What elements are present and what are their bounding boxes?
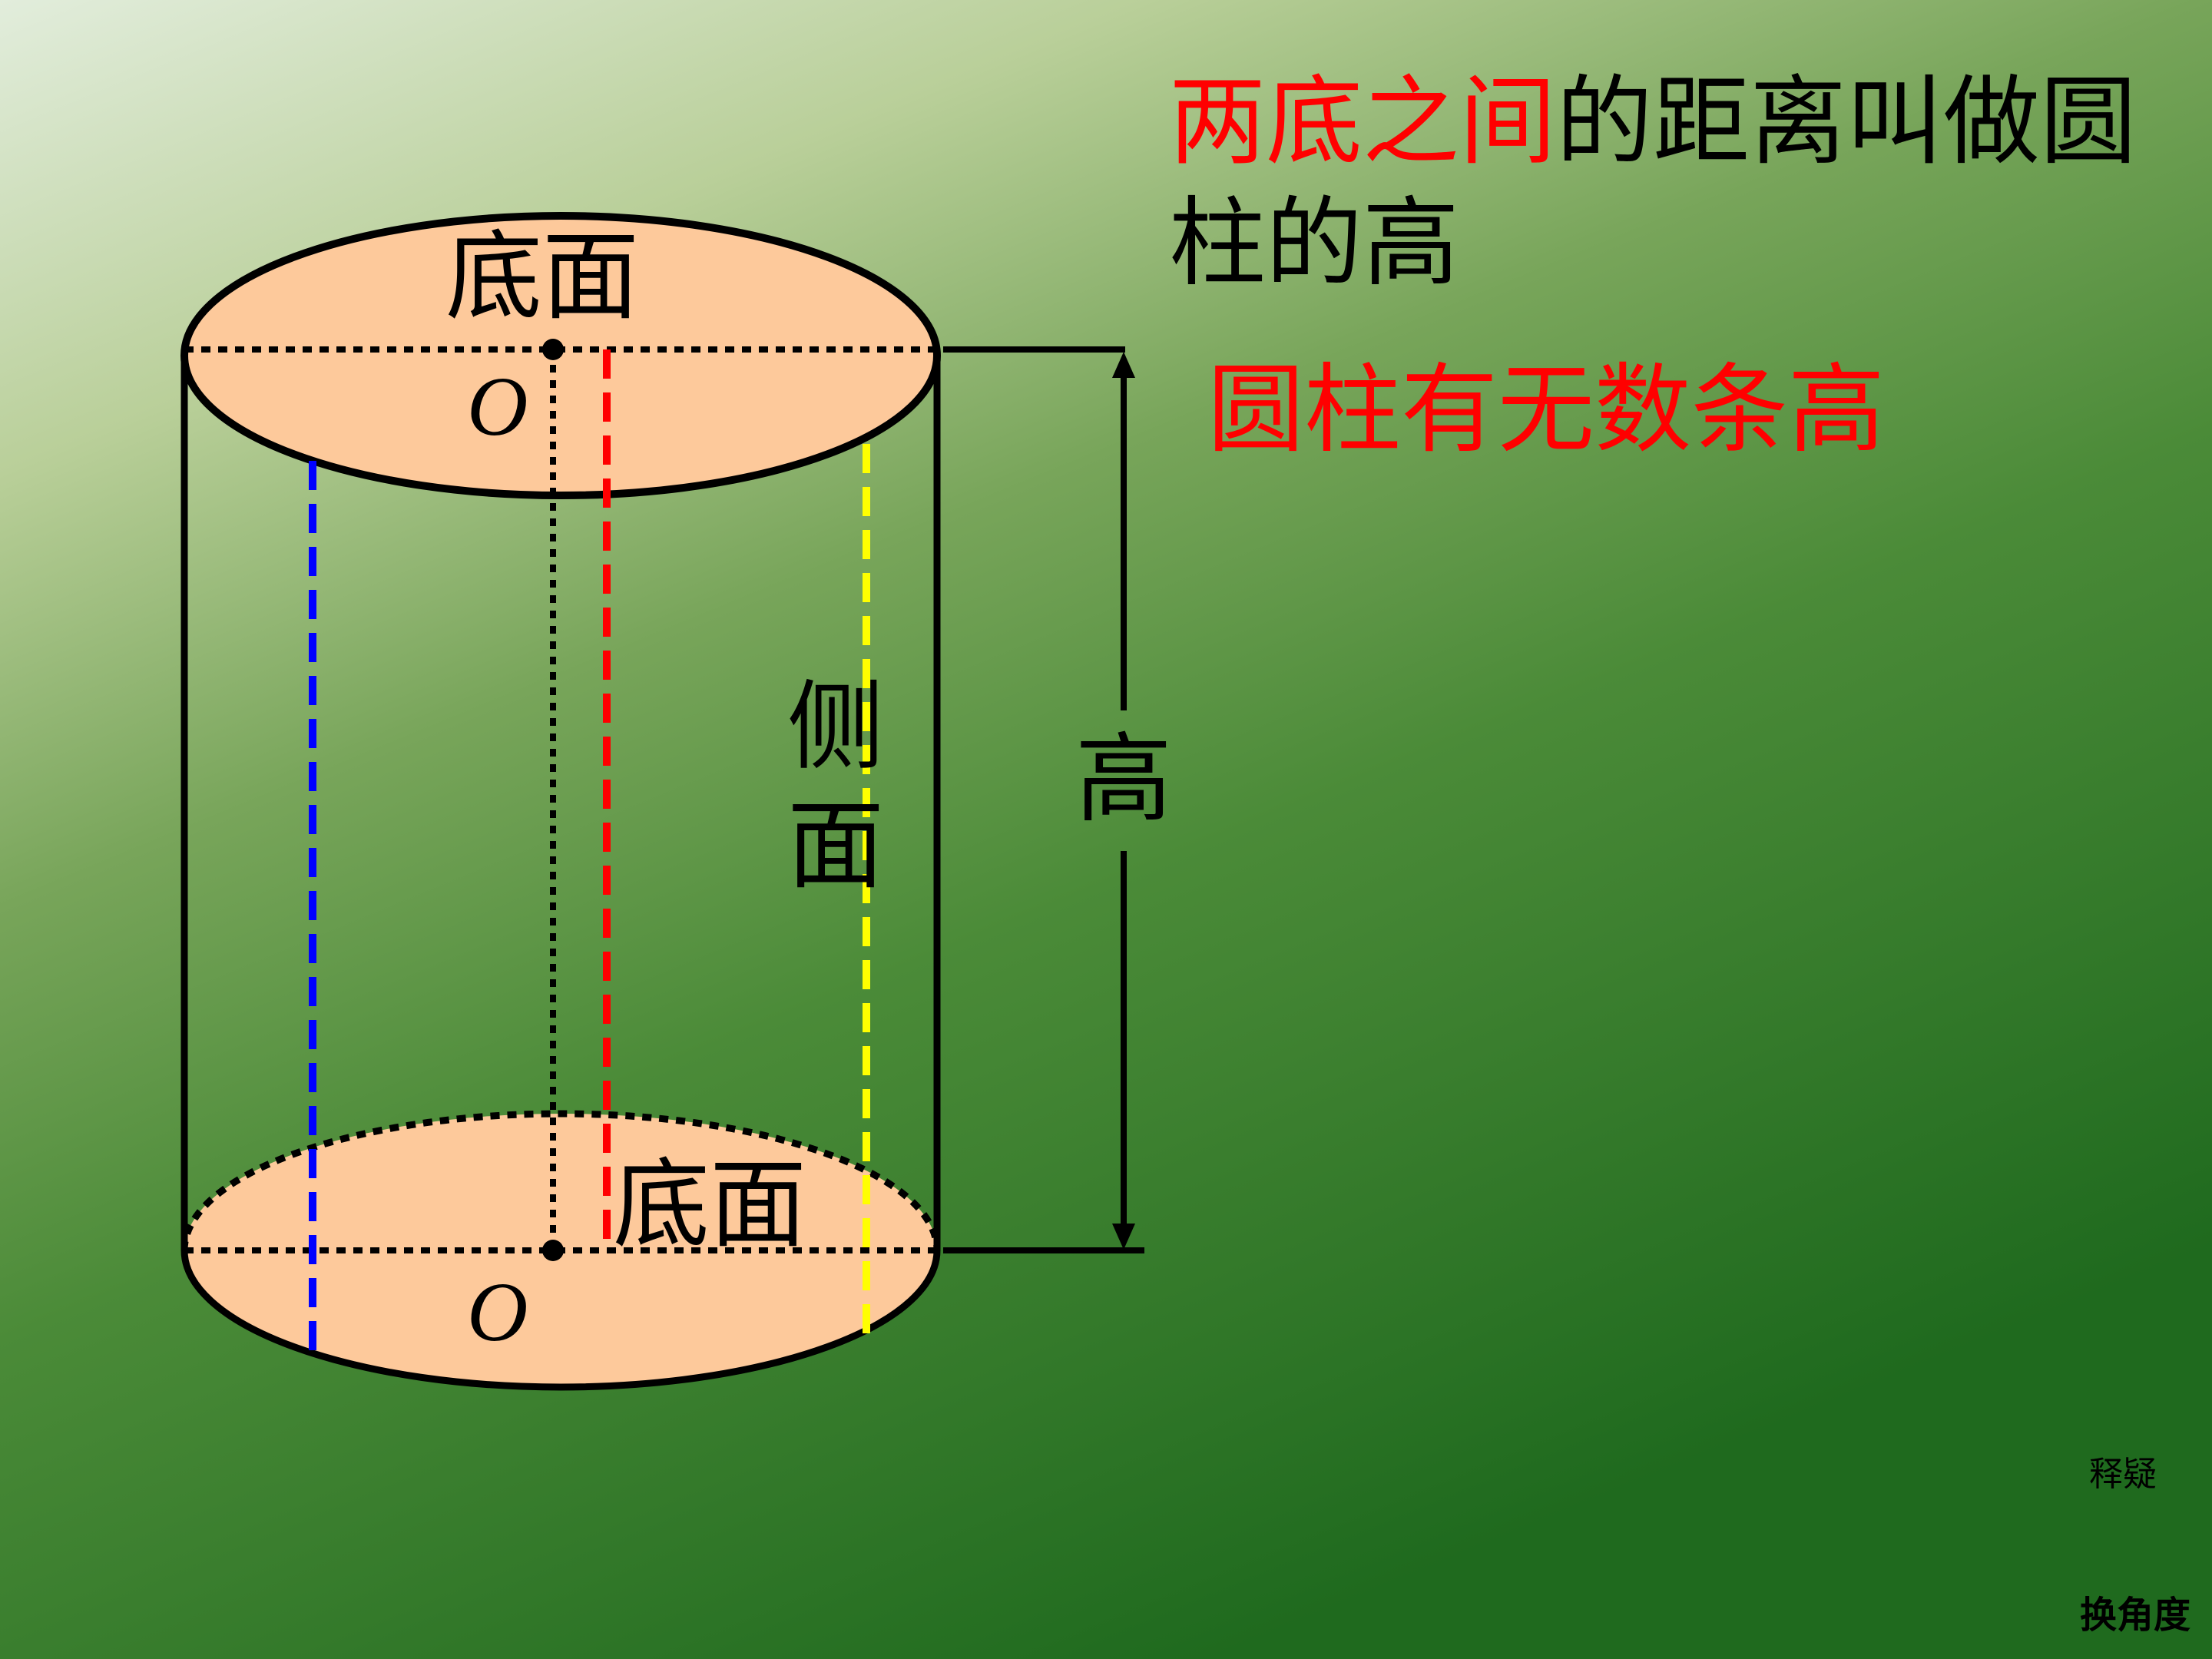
bottom-center-dot (542, 1240, 564, 1261)
height-dimension (943, 346, 1144, 1253)
top-center-dot (542, 339, 564, 360)
explain-button[interactable]: 释疑 (2089, 1455, 2157, 1494)
definition-highlight: 两底之间 (1169, 65, 1556, 178)
bottom-base-label: 底面 (613, 1148, 806, 1261)
height-definition-text: 两底之间的距离叫做圆柱的高 (1169, 61, 2183, 303)
arrow-down-icon (1112, 1224, 1135, 1250)
change-angle-button[interactable]: 换角度 (2080, 1594, 2191, 1637)
definition-rest: 的距离叫做圆柱的高 (1169, 65, 2137, 300)
lateral-surface-label-1: 侧 (787, 671, 884, 783)
height-label: 高 (1075, 723, 1172, 836)
arrow-up-icon (1112, 352, 1135, 378)
lateral-surface-label-2: 面 (787, 790, 884, 902)
bottom-center-label: O (467, 1265, 528, 1359)
bottom-base (180, 1110, 941, 1391)
top-base-label: 底面 (445, 220, 639, 333)
infinite-heights-text: 圆柱有无数条高 (1207, 353, 1885, 466)
top-center-label: O (467, 359, 528, 453)
